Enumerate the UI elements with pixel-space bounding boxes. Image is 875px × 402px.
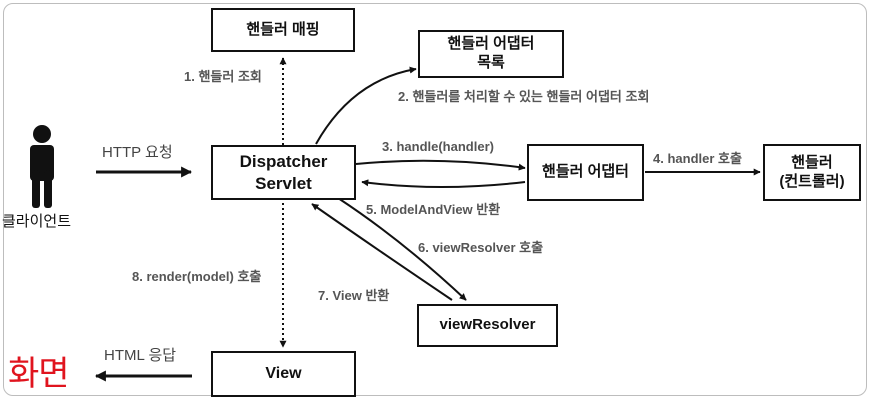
step3-label: 3. handle(handler) [382, 139, 494, 154]
screen-label: 화면 [8, 354, 70, 394]
step8-label: 8. render(model) 호출 [132, 269, 262, 284]
handler-adapter-list-box: 핸들러 어댑터 목록 [418, 30, 564, 78]
view-box: View [211, 351, 356, 397]
html-response-label: HTML 응답 [104, 347, 177, 364]
step2-label: 2. 핸들러를 처리할 수 있는 핸들러 어댑터 조회 [398, 89, 650, 104]
handler-adapter-box: 핸들러 어댑터 [527, 144, 644, 201]
step6-label: 6. viewResolver 호출 [418, 240, 544, 255]
dispatcher-servlet-box: Dispatcher Servlet [211, 145, 356, 200]
step7-arrow [311, 203, 453, 301]
step3-arrow [355, 159, 526, 171]
step6-arrow [337, 197, 467, 301]
person-icon [30, 125, 54, 208]
http-request-label: HTTP 요청 [102, 144, 173, 161]
client-label: 클라이언트 [2, 213, 72, 230]
step5-arrow [361, 179, 526, 188]
step1-label: 1. 핸들러 조회 [184, 69, 262, 84]
step2-arrow [315, 66, 417, 145]
view-resolver-box: viewResolver [417, 304, 558, 347]
handler-mapping-box: 핸들러 매핑 [211, 8, 355, 52]
step4-label: 4. handler 호출 [653, 151, 742, 166]
handler-box: 핸들러 (컨트롤러) [763, 144, 861, 201]
step7-label: 7. View 반환 [318, 288, 390, 303]
step5-label: 5. ModelAndView 반환 [366, 202, 501, 217]
